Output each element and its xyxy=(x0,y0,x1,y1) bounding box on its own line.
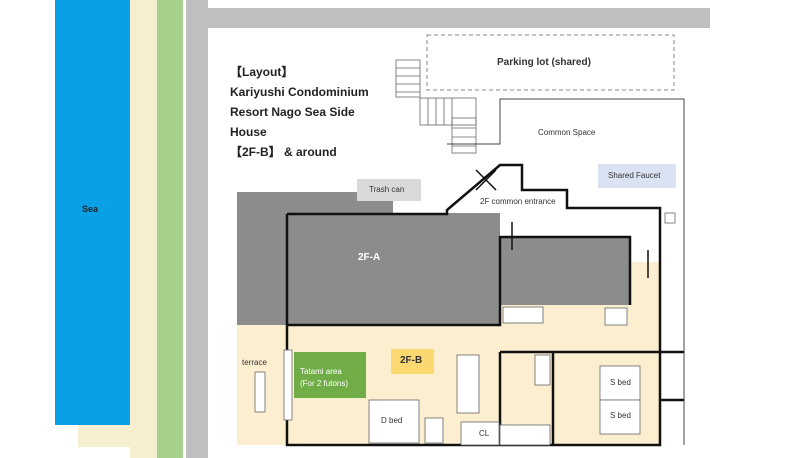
tatami-label: Tatami area xyxy=(300,367,342,376)
unit-2f-b-badge: 2F-B xyxy=(391,349,434,374)
sea-label: Sea xyxy=(82,204,99,214)
trash-can-label: Trash can xyxy=(369,185,405,194)
road-vertical xyxy=(186,0,208,458)
shared-faucet-label: Shared Faucet xyxy=(608,171,661,180)
beach-strip xyxy=(130,0,157,458)
door-arrows xyxy=(475,169,649,278)
d-bed-label: D bed xyxy=(381,416,403,425)
layout-title: 【Layout】 Kariyushi Condominium Resort Na… xyxy=(230,62,369,162)
unit-2f-b-label: 2F-B xyxy=(400,355,423,366)
shared-faucet-box: Shared Faucet xyxy=(598,164,676,188)
trash-can-box: Trash can xyxy=(357,179,421,201)
common-space-outline xyxy=(447,98,685,445)
tatami-area: Tatami area (For 2 futons) xyxy=(294,352,366,398)
terrace-label: terrace xyxy=(242,358,267,367)
parking-lot-label: Parking lot (shared) xyxy=(497,57,591,68)
road-horizontal xyxy=(186,8,710,28)
furniture xyxy=(254,212,676,446)
title-line: 【2F-B】 & around xyxy=(230,145,337,159)
common-space-label: Common Space xyxy=(538,128,596,137)
title-line: Kariyushi Condominium xyxy=(230,85,369,99)
green-strip xyxy=(157,0,183,458)
walls xyxy=(285,163,684,447)
unit-2f-a-label: 2F-A xyxy=(358,252,381,263)
parking-lot xyxy=(426,34,675,91)
closet-label: CL xyxy=(479,429,490,438)
s-bed-label: S bed xyxy=(610,378,631,387)
title-line: House xyxy=(230,125,267,139)
sea-strip xyxy=(55,0,130,425)
common-entrance-label: 2F common entrance xyxy=(480,197,556,206)
title-line: Resort Nago Sea Side xyxy=(230,105,355,119)
stairs xyxy=(395,59,477,154)
s-bed-label: S bed xyxy=(610,411,631,420)
tatami-sublabel: (For 2 futons) xyxy=(300,379,349,388)
beach-bottom xyxy=(78,425,130,447)
title-line: 【Layout】 xyxy=(230,65,294,79)
